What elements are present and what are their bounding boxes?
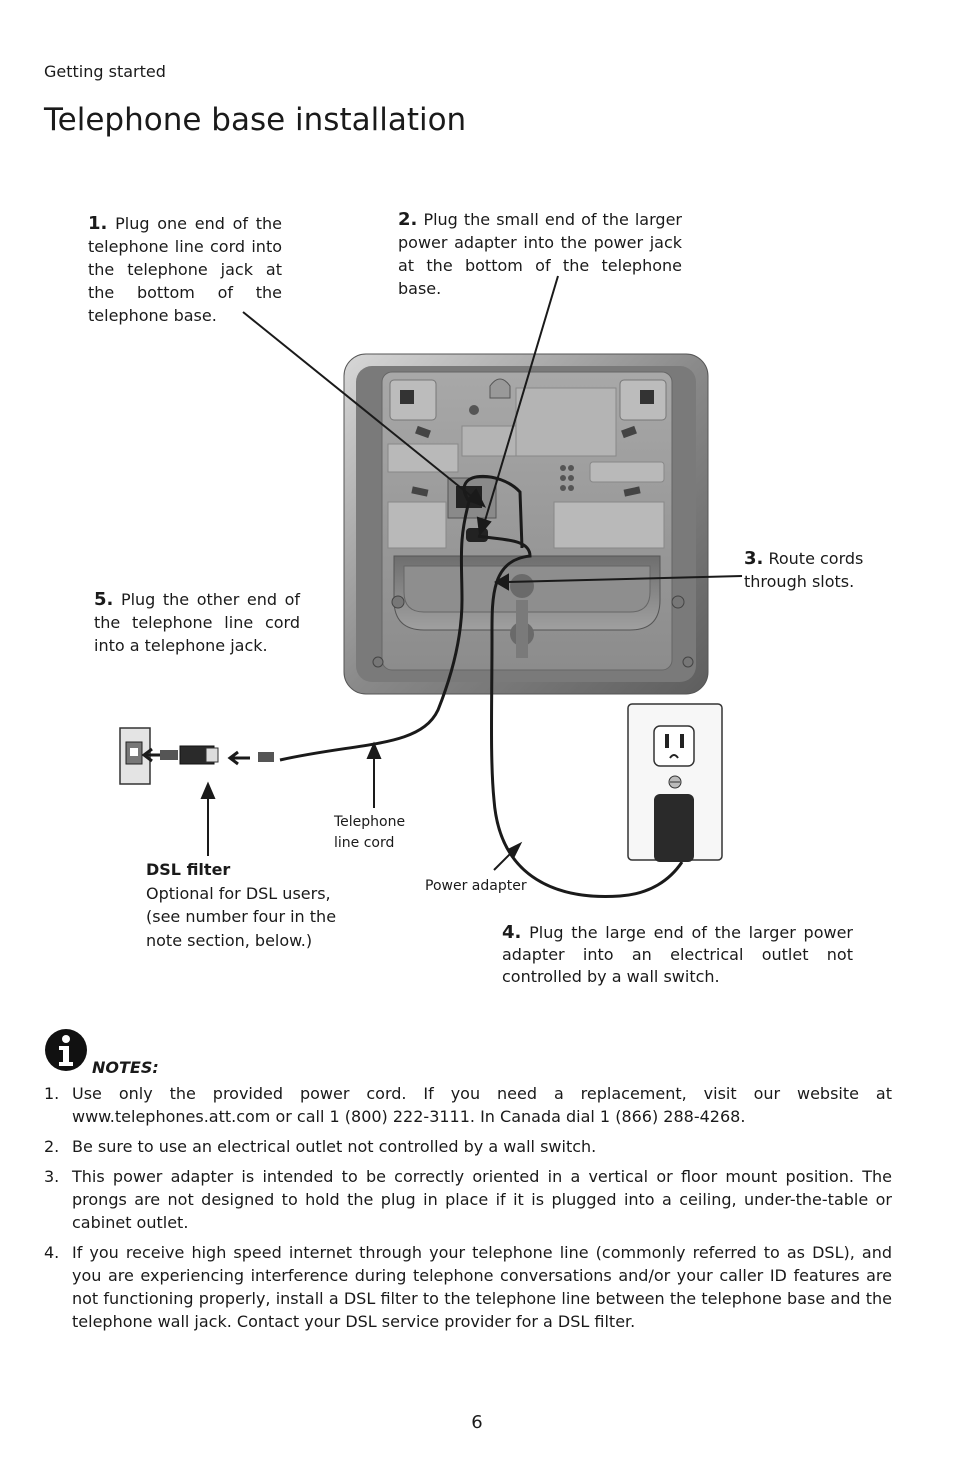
electrical-outlet	[627, 703, 723, 862]
note-number: 4.	[44, 1243, 60, 1262]
power-adapter-cord	[477, 534, 684, 898]
note-text: This power adapter is intended to be cor…	[72, 1167, 892, 1232]
power-adapter-label: Power adapter	[425, 878, 527, 894]
step-4-number: 4.	[502, 922, 522, 943]
note-number: 2.	[44, 1137, 60, 1156]
note-text: If you receive high speed internet throu…	[72, 1243, 892, 1331]
dsl-filter	[141, 745, 274, 766]
dsl-filter-title: DSL filter	[146, 860, 231, 879]
step-4-callout: 4. Plug the large end of the larger powe…	[502, 922, 853, 988]
step-5-text: Plug the other end of the telephone line…	[94, 590, 300, 655]
cord-label-line-1: Telephone	[334, 814, 406, 830]
note-text: Use only the provided power cord. If you…	[72, 1084, 892, 1126]
telephone-base	[343, 353, 709, 695]
info-icon	[45, 1029, 87, 1071]
section-label: Getting started	[44, 62, 166, 81]
step-2-callout: 2. Plug the small end of the larger powe…	[398, 208, 682, 300]
telephone-line-cord-label: Telephone line cord	[334, 812, 444, 854]
step-5-callout: 5. Plug the other end of the telephone l…	[94, 588, 300, 657]
step-1-number: 1.	[88, 213, 108, 234]
step-5-number: 5.	[94, 589, 114, 610]
note-number: 3.	[44, 1167, 60, 1186]
step-1-callout: 1. Plug one end of the telephone line co…	[88, 212, 282, 327]
installation-diagram	[119, 275, 743, 898]
leader-lines	[200, 275, 743, 871]
step-3-text: Route cords through slots.	[744, 549, 864, 591]
note-item: 3. This power adapter is intended to be c…	[44, 1165, 892, 1234]
dsl-filter-label: DSL filter Optional for DSL users, (see …	[146, 858, 346, 952]
cord-label-line-2: line cord	[334, 835, 395, 851]
notes-heading: NOTES:	[92, 1058, 159, 1077]
step-2-text: Plug the small end of the larger power a…	[398, 210, 682, 298]
note-item: 2. Be sure to use an electrical outlet no…	[44, 1135, 892, 1158]
notes-list: 1. Use only the provided power cord. If y…	[44, 1082, 892, 1340]
step-2-number: 2.	[398, 209, 418, 230]
note-item: 4. If you receive high speed internet thr…	[44, 1241, 892, 1333]
page-number: 6	[471, 1412, 483, 1433]
note-item: 1. Use only the provided power cord. If y…	[44, 1082, 892, 1128]
page-title: Telephone base installation	[44, 102, 467, 138]
note-text: Be sure to use an electrical outlet not …	[72, 1137, 597, 1156]
dsl-filter-description: Optional for DSL users, (see number four…	[146, 883, 337, 950]
step-3-callout: 3. Route cords through slots.	[744, 547, 914, 593]
note-number: 1.	[44, 1084, 60, 1103]
step-4-text: Plug the large end of the larger power a…	[502, 923, 853, 986]
step-1-text: Plug one end of the telephone line cord …	[88, 214, 282, 325]
step-3-number: 3.	[744, 548, 764, 569]
